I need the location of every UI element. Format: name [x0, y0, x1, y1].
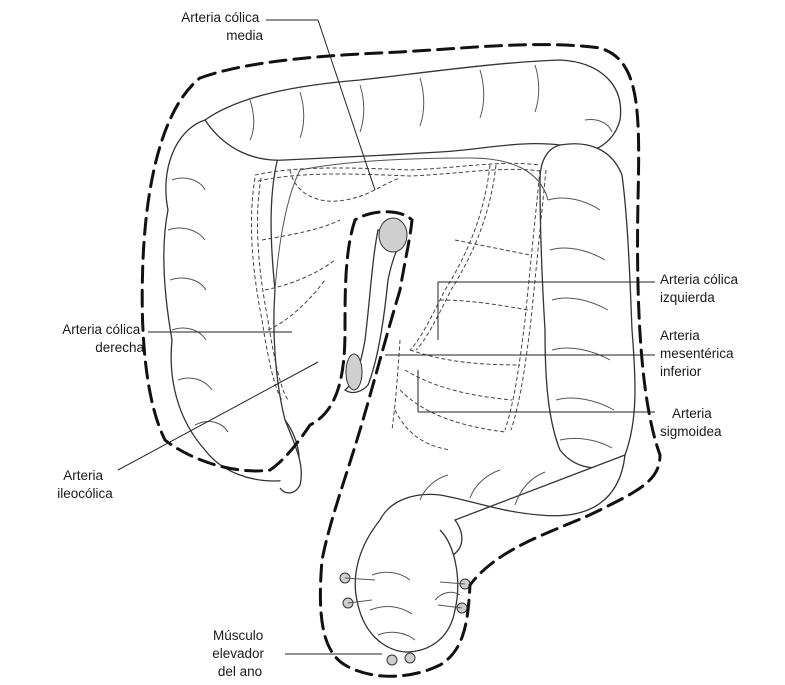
label-line: Músculo — [213, 628, 263, 643]
label-colica-media: Arteria cólica media — [181, 10, 263, 43]
vessel — [405, 370, 512, 400]
label-line: media — [226, 28, 263, 43]
vessel — [268, 280, 325, 330]
label-line: inferior — [660, 364, 702, 379]
vessel — [395, 410, 450, 450]
vessel — [440, 300, 528, 310]
label-line: del ano — [218, 664, 262, 679]
nerve-node — [387, 655, 397, 665]
vessel — [455, 240, 530, 255]
label-colica-izquierda: Arteria cólica izquierda — [660, 272, 742, 305]
vessel — [262, 220, 340, 240]
label-colica-derecha: Arteria cólica derecha — [62, 322, 144, 355]
label-line: sigmoidea — [660, 424, 722, 439]
label-line: Arteria cólica — [660, 272, 739, 287]
label-line: mesentérica — [660, 346, 734, 361]
descending-colon — [540, 144, 635, 468]
label-musculo-elevador: Músculo elevador del ano — [212, 628, 268, 679]
label-mesenterica-inferior: Arteria mesentérica inferior — [660, 328, 737, 379]
vessel — [400, 390, 505, 432]
label-line: ileocólica — [57, 486, 113, 501]
label-line: Arteria cólica — [181, 10, 260, 25]
vessel — [410, 165, 490, 350]
lymph-node — [346, 354, 362, 390]
ascending-colon — [164, 119, 299, 481]
vessel — [505, 170, 540, 430]
vessel — [410, 350, 520, 365]
label-line: Arteria — [672, 406, 712, 421]
label-line: Arteria — [660, 328, 700, 343]
arterial-arcades — [251, 163, 546, 450]
vessel — [255, 163, 540, 175]
label-sigmoidea: Arteria sigmoidea — [660, 406, 722, 439]
label-line: Arteria cólica — [62, 322, 141, 337]
colon-illustration — [164, 60, 635, 652]
label-line: Arteria — [63, 468, 103, 483]
rectum — [355, 520, 457, 652]
lymph-node — [379, 218, 407, 252]
nerve-node — [405, 653, 415, 663]
vessel — [258, 169, 540, 181]
label-ileocolica: Arteria ileocólica — [57, 468, 113, 501]
label-line: elevador — [212, 646, 264, 661]
label-line: izquierda — [660, 290, 715, 305]
label-line: derecha — [95, 340, 144, 355]
